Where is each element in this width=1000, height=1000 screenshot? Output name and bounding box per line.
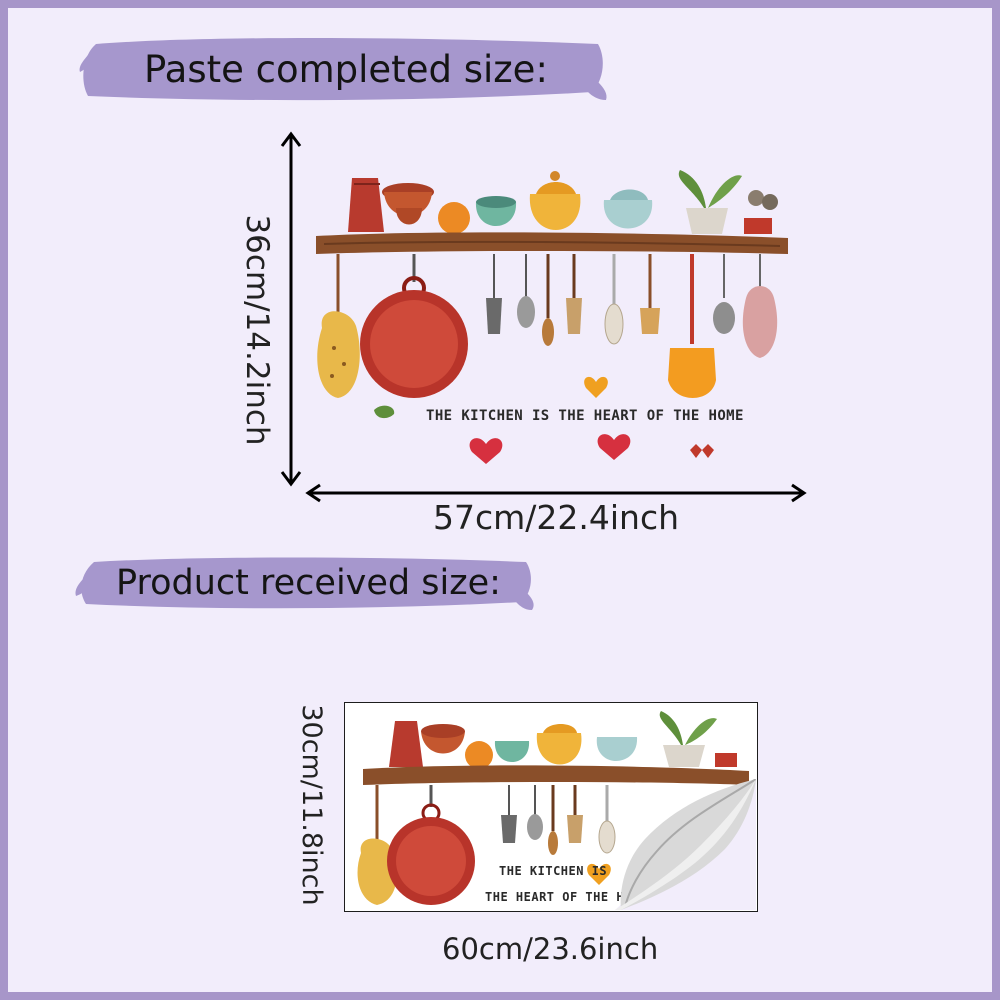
decal-caption: THE KITCHEN IS THE HEART OF THE HOME: [426, 408, 744, 424]
card-caption-line1: THE KITCHEN IS: [499, 864, 608, 878]
received-size-banner: Product received size:: [74, 552, 534, 614]
paste-size-title: Paste completed size:: [144, 48, 548, 91]
product-illustration: [357, 711, 749, 905]
shelf-illustration: THE KITCHEN IS THE HEART OF THE HOME: [316, 170, 788, 464]
product-card: THE KITCHEN IS THE HEART OF THE HOME: [344, 702, 758, 912]
received-size-title: Product received size:: [116, 563, 501, 603]
arrow-horizontal-icon: [305, 483, 807, 503]
received-height-label: 30cm/11.8inch: [296, 704, 327, 906]
paste-width-label: 57cm/22.4inch: [433, 498, 680, 537]
received-width-label: 60cm/23.6inch: [442, 932, 659, 966]
brush-stroke-icon: [75, 557, 534, 610]
card-caption-line2: THE HEART OF THE HOME: [485, 890, 648, 904]
arrow-vertical-icon: [280, 131, 302, 487]
brush-stroke-icon: [79, 38, 607, 101]
peeled-corner-icon: [615, 779, 756, 910]
paste-size-banner: Paste completed size:: [78, 30, 608, 108]
paste-height-label: 36cm/14.2inch: [239, 214, 275, 446]
